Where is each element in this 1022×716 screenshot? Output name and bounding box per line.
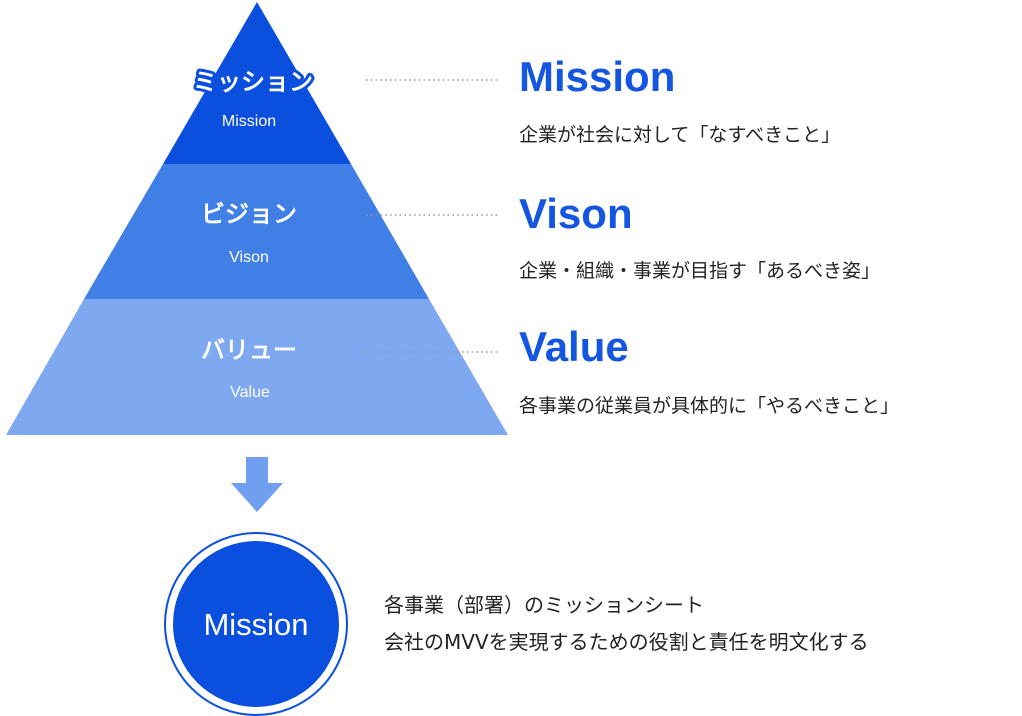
value-tier-title-en: Value [230, 384, 270, 401]
legend: Mission 企業が社会に対して「なすべきこと」 Vison 企業・組織・事業… [519, 53, 899, 417]
vision-description: 企業・組織・事業が目指す「あるべき姿」 [519, 260, 880, 282]
vision-tier-title-en: Vison [229, 249, 269, 266]
value-heading: Value [519, 323, 629, 370]
pyramid-tier-vision [84, 164, 429, 299]
mission-sheet-description: 各事業（部署）のミッションシート 会社のMVVを実現するための役割と責任を明文化… [384, 593, 869, 654]
pyramid-tier-mission [163, 2, 351, 164]
mission-sheet-line-1: 各事業（部署）のミッションシート [384, 593, 704, 617]
mission-tier-title-ja: ミッション [193, 68, 313, 96]
mission-circle: Mission [164, 532, 348, 716]
down-arrow-icon [231, 457, 283, 512]
mission-circle-label: Mission [203, 607, 308, 642]
mission-heading: Mission [519, 53, 675, 100]
value-description: 各事業の従業員が具体的に「やるべきこと」 [519, 395, 899, 417]
value-tier-title-ja: バリュー [201, 336, 297, 364]
pyramid-tier-value [6, 299, 508, 435]
mission-sheet-line-2: 会社のMVVを実現するための役割と責任を明文化する [384, 630, 869, 654]
vision-tier-title-ja: ビジョン [201, 200, 297, 228]
pyramid: ミッション Mission ビジョン Vison バリュー Value [6, 2, 508, 435]
mission-description: 企業が社会に対して「なすべきこと」 [519, 124, 840, 146]
mission-tier-title-en: Mission [222, 113, 276, 130]
connectors [366, 79, 500, 353]
vision-heading: Vison [519, 190, 633, 237]
